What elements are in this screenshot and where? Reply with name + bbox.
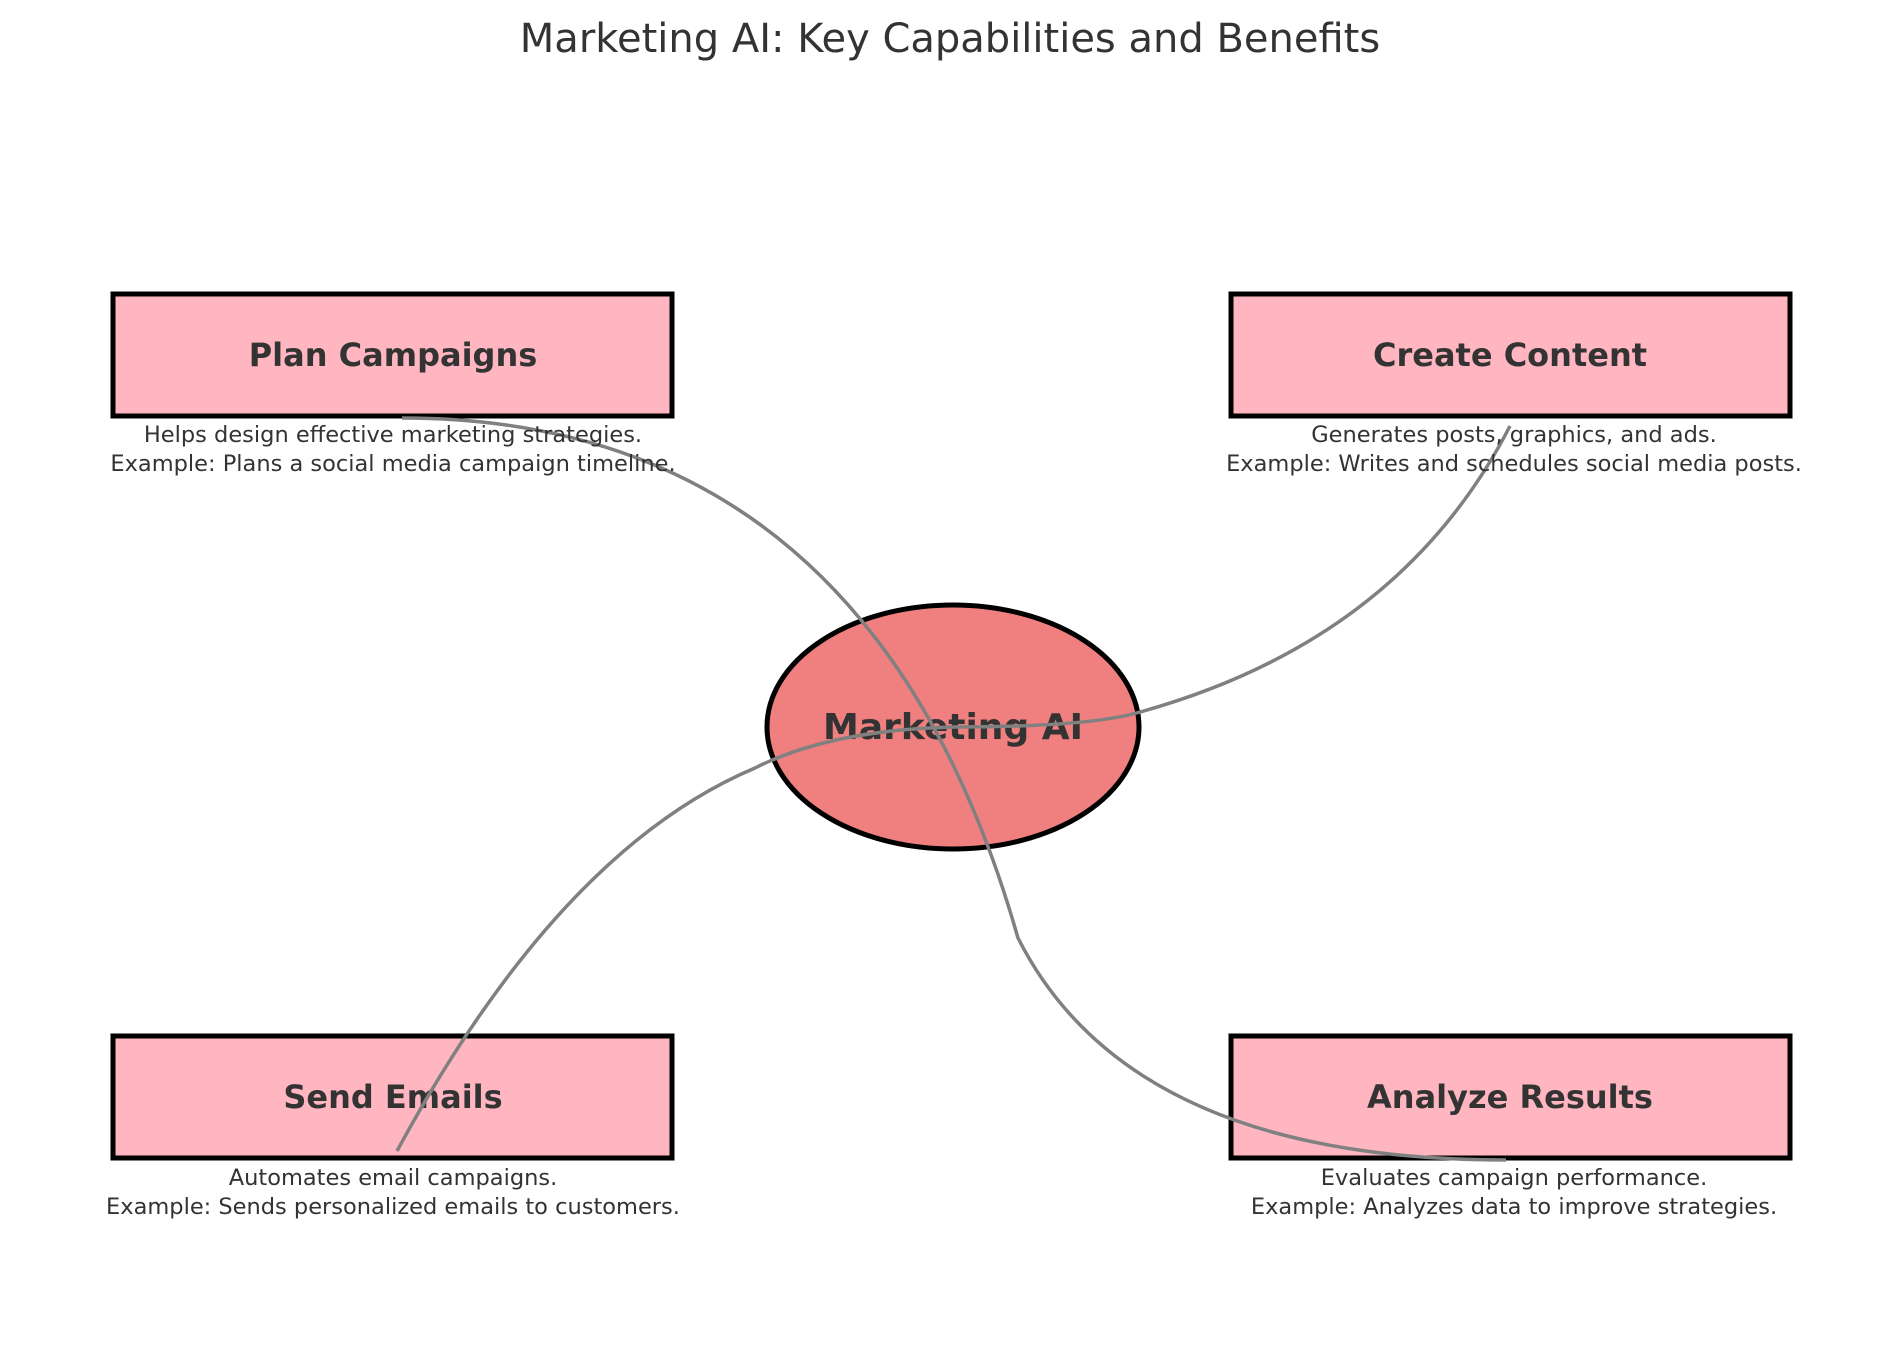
connector-plan-to-analyze <box>401 416 1507 1162</box>
example-text: Example: Analyzes data to improve strate… <box>1251 1194 1777 1220</box>
capability-box <box>110 1033 675 1161</box>
capability-label: Plan Campaigns <box>249 336 538 374</box>
capability-description-send-emails: Automates email campaigns. Example: Send… <box>106 1165 680 1220</box>
connector-center-to-create <box>952 425 1512 729</box>
description-text: Automates email campaigns. <box>229 1165 558 1191</box>
capability-label: Send Emails <box>283 1078 502 1116</box>
example-text: Example: Sends personalized emails to cu… <box>106 1194 680 1220</box>
description-text: Evaluates campaign performance. <box>1321 1165 1708 1191</box>
description-text: Generates posts, graphics, and ads. <box>1311 422 1717 448</box>
capability-description-analyze-results: Evaluates campaign performance. Example:… <box>1251 1165 1777 1220</box>
connector-center-to-emails <box>395 725 954 1152</box>
capability-label: Analyze Results <box>1367 1078 1653 1116</box>
capability-description-plan-campaigns: Helps design effective marketing strateg… <box>110 422 675 477</box>
capability-box <box>110 291 675 419</box>
capability-box <box>1228 291 1793 419</box>
capability-label: Create Content <box>1373 336 1647 374</box>
capability-box <box>1228 1033 1793 1161</box>
capability-node-plan-campaigns: Plan Campaigns <box>110 291 675 419</box>
description-text: Helps design effective marketing strateg… <box>144 422 642 448</box>
example-text: Example: Plans a social media campaign t… <box>110 451 675 477</box>
capability-node-create-content: Create Content <box>1228 291 1793 419</box>
example-text: Example: Writes and schedules social med… <box>1226 451 1802 477</box>
diagram-title: Marketing AI: Key Capabilities and Benef… <box>520 16 1380 62</box>
capability-description-create-content: Generates posts, graphics, and ads. Exam… <box>1226 422 1802 477</box>
capability-node-send-emails: Send Emails <box>110 1033 675 1161</box>
capability-node-analyze-results: Analyze Results <box>1228 1033 1793 1161</box>
